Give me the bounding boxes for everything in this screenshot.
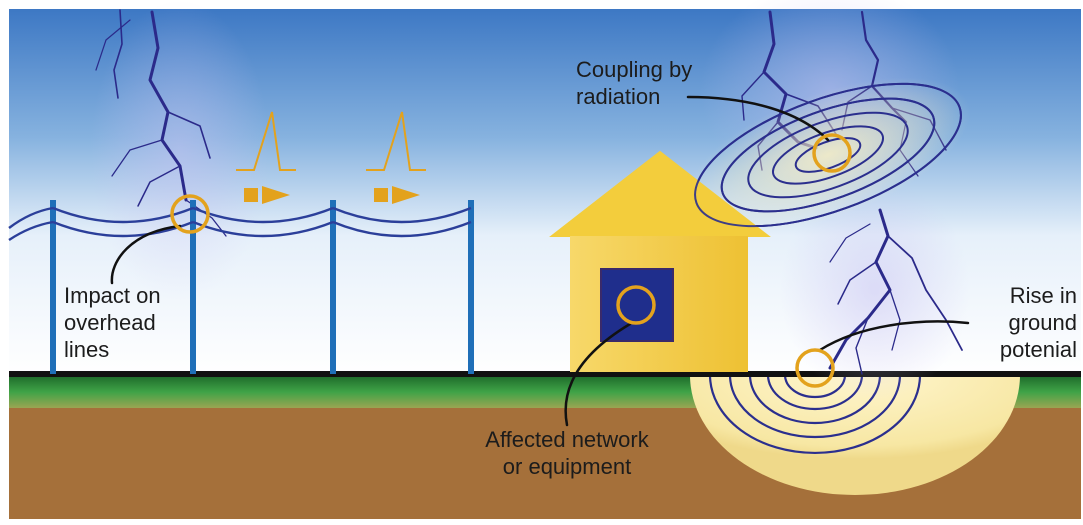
equipment-box — [600, 268, 674, 342]
surge-symbol-2 — [366, 111, 426, 204]
label-affected-network-equipment: Affected network or equipment — [485, 427, 649, 479]
label-coupling-by-radiation: Coupling by radiation — [576, 57, 693, 109]
impact-marker-rings — [170, 133, 852, 388]
lightning-bolt-left — [90, 0, 270, 300]
radiation-field-overlay — [694, 82, 962, 228]
marker-equipment — [616, 285, 656, 325]
marker-ground-strike — [795, 348, 835, 388]
marker-radiation — [812, 133, 852, 173]
utility-poles — [50, 200, 474, 374]
leader-lines — [110, 95, 970, 427]
label-rise-in-ground-potential: Rise in ground potenial — [999, 283, 1077, 362]
marker-overhead-impact — [170, 194, 210, 234]
label-impact-overhead-lines: Impact on overhead lines — [64, 283, 161, 362]
surge-symbol-1 — [236, 111, 296, 204]
ground-surface-line — [9, 371, 1081, 377]
